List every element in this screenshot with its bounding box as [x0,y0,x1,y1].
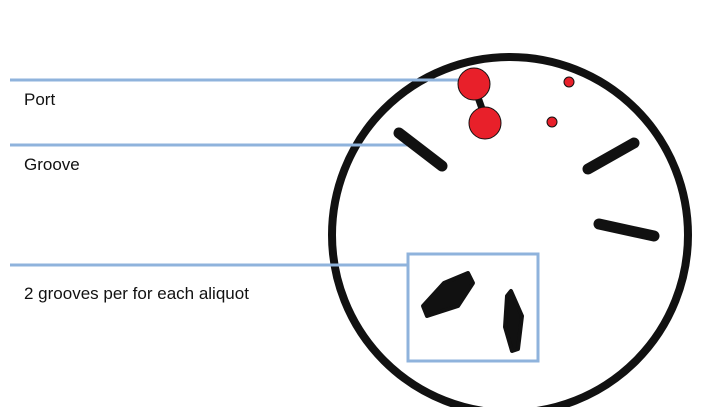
port-label: Port [24,90,56,109]
port-small-right [563,76,575,88]
groove-label: Groove [24,155,80,174]
aliquot-groove-left [421,271,475,318]
aliquot-groove-right [503,289,524,353]
aliquot-box [406,252,540,363]
aliquot-label: 2 grooves per for each aliquot [24,284,249,303]
port-large-top [457,67,491,101]
groove-upper-right [582,137,640,175]
groove-left [393,127,448,172]
port-small-left [546,116,558,128]
port-large-bottom [468,106,502,140]
groove-right [593,218,660,242]
disc-outline [328,53,692,407]
